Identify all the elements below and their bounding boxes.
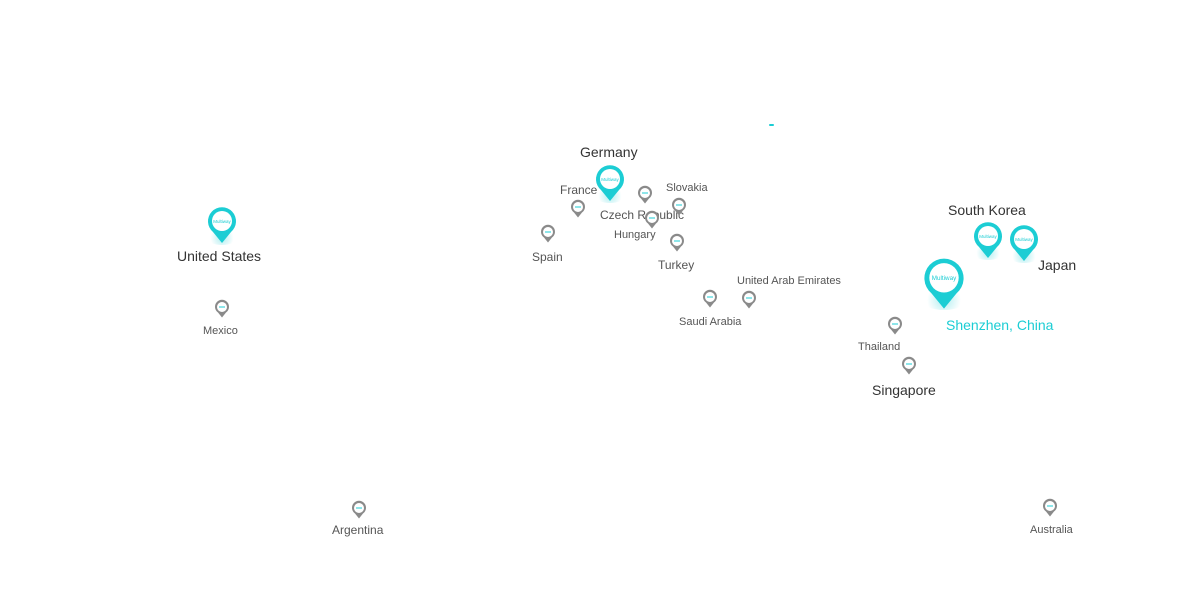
teal-pin-icon: Multiway	[208, 207, 236, 243]
pin-hungary[interactable]	[644, 210, 660, 229]
gray-pin-icon	[742, 290, 756, 309]
teal-pin-icon: Multiway	[596, 165, 624, 201]
teal-pin-icon: Multiway	[974, 222, 1002, 258]
gray-pin-icon	[352, 500, 366, 519]
label-hungary: Hungary	[614, 229, 656, 241]
gray-pin-icon	[571, 199, 585, 218]
pin-united-arab-emirates[interactable]	[741, 290, 757, 309]
pin-slovakia[interactable]	[671, 197, 687, 216]
pin-shenzhen-china[interactable]: Multiway	[921, 254, 967, 310]
label-australia: Australia	[1030, 524, 1073, 536]
gray-pin-icon	[645, 210, 659, 229]
pin-australia[interactable]	[1042, 498, 1058, 517]
map-dot	[769, 124, 774, 126]
pin-mexico[interactable]	[214, 299, 230, 318]
teal-pin-icon: Multiway	[1010, 225, 1038, 261]
gray-pin-icon	[638, 185, 652, 204]
pin-spain[interactable]	[540, 224, 556, 243]
label-turkey: Turkey	[658, 258, 695, 272]
pin-saudi-arabia[interactable]	[702, 289, 718, 308]
pin-turkey[interactable]	[669, 233, 685, 252]
label-japan: Japan	[1038, 257, 1077, 273]
gray-pin-icon	[902, 356, 916, 375]
teal-pin-icon: Multiway	[924, 258, 964, 309]
label-germany: Germany	[580, 144, 638, 160]
label-shenzhen-china: Shenzhen, China	[946, 317, 1054, 333]
label-france: France	[560, 183, 598, 197]
pin-japan[interactable]: Multiway	[1008, 222, 1040, 262]
gray-pin-icon	[541, 224, 555, 243]
label-singapore: Singapore	[872, 382, 936, 398]
pin-czech-republic[interactable]	[637, 185, 653, 204]
gray-pin-icon	[888, 316, 902, 335]
gray-pin-icon	[215, 299, 229, 318]
svg-text:Multiway: Multiway	[932, 275, 957, 282]
gray-pin-icon	[672, 197, 686, 216]
gray-pin-icon	[1043, 498, 1057, 517]
pin-france[interactable]	[570, 199, 586, 218]
label-argentina: Argentina	[332, 523, 384, 537]
gray-pin-icon	[703, 289, 717, 308]
label-south-korea: South Korea	[948, 202, 1026, 218]
pin-thailand[interactable]	[887, 316, 903, 335]
gray-pin-icon	[670, 233, 684, 252]
pin-united-states[interactable]: Multiway	[206, 204, 238, 244]
label-mexico: Mexico	[203, 325, 238, 337]
svg-text:Multiway: Multiway	[601, 177, 619, 182]
label-united-states: United States	[177, 248, 262, 264]
label-spain: Spain	[532, 250, 563, 264]
label-thailand: Thailand	[858, 341, 901, 353]
label-czech-republic: Czech Republic	[600, 208, 685, 222]
pin-argentina[interactable]	[351, 500, 367, 519]
pin-singapore[interactable]	[901, 356, 917, 375]
label-slovakia: Slovakia	[666, 182, 708, 194]
label-united-arab-emirates: United Arab Emirates	[737, 275, 841, 287]
svg-text:Multiway: Multiway	[1015, 237, 1033, 242]
svg-text:Multiway: Multiway	[979, 234, 997, 239]
label-saudi-arabia: Saudi Arabia	[679, 316, 742, 328]
pin-south-korea[interactable]: Multiway	[972, 219, 1004, 259]
brand-pin-text: Multiway	[213, 219, 231, 224]
pin-germany[interactable]: Multiway	[594, 162, 626, 202]
